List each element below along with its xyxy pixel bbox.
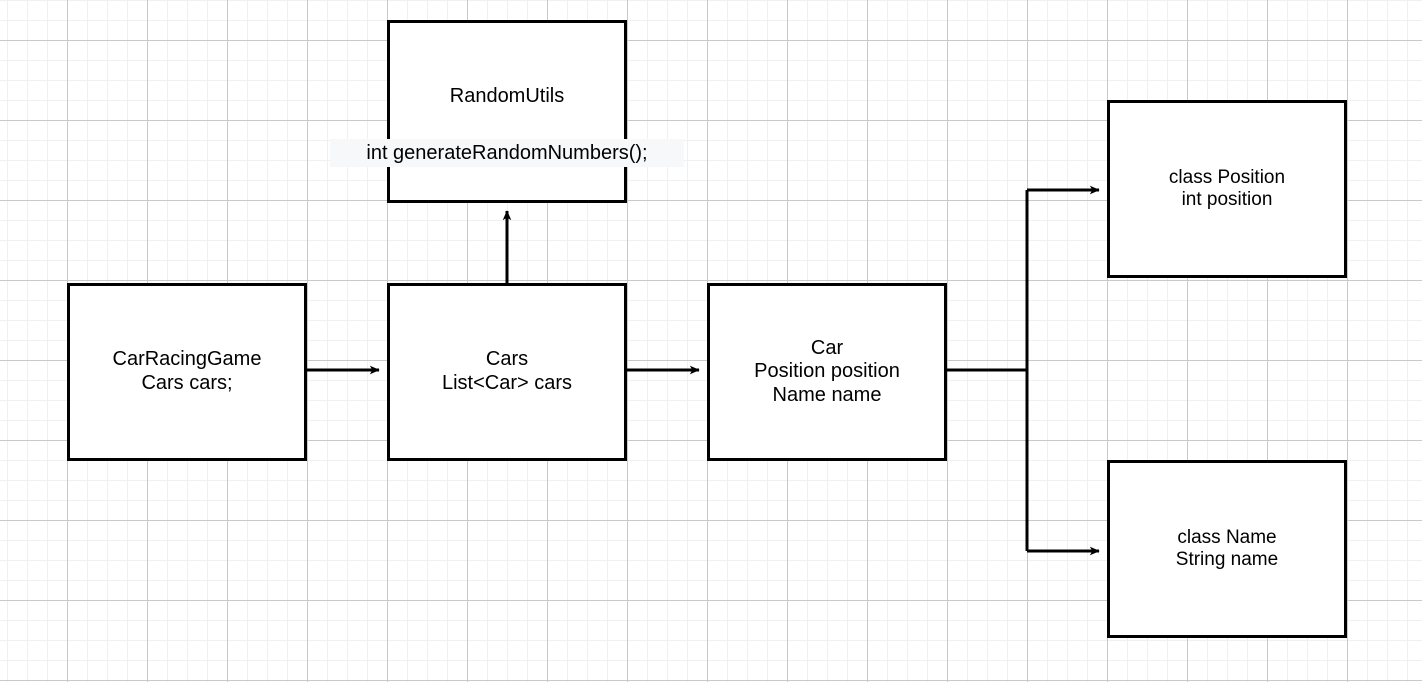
node-car-line-1: Position position	[754, 360, 900, 383]
node-randomutils-method-signature: int generateRandomNumbers();	[330, 139, 684, 167]
node-randomutils[interactable]: RandomUtils	[387, 20, 627, 203]
node-randomutils-line-0: RandomUtils	[449, 85, 565, 107]
node-name-line-0: class Name	[1177, 526, 1277, 548]
node-name-line-1: String name	[1175, 549, 1279, 570]
node-car-line-0: Car	[810, 336, 844, 359]
edge-car-trunk	[947, 190, 1029, 551]
node-position-line-0: class Position	[1168, 166, 1286, 188]
node-carracinggame-line-0: CarRacingGame	[112, 348, 262, 371]
node-car-line-2: Name name	[772, 383, 882, 406]
node-position[interactable]: class Position int position	[1107, 100, 1347, 278]
node-cars[interactable]: Cars List<Car> cars	[387, 283, 627, 461]
node-position-line-1: int position	[1181, 189, 1273, 210]
node-carracinggame-line-1: Cars cars;	[141, 372, 233, 394]
node-cars-line-0: Cars	[485, 348, 529, 371]
node-name[interactable]: class Name String name	[1107, 460, 1347, 638]
node-car[interactable]: Car Position position Name name	[707, 283, 947, 461]
node-carracinggame[interactable]: CarRacingGame Cars cars;	[67, 283, 307, 461]
node-cars-line-1: List<Car> cars	[441, 372, 573, 394]
